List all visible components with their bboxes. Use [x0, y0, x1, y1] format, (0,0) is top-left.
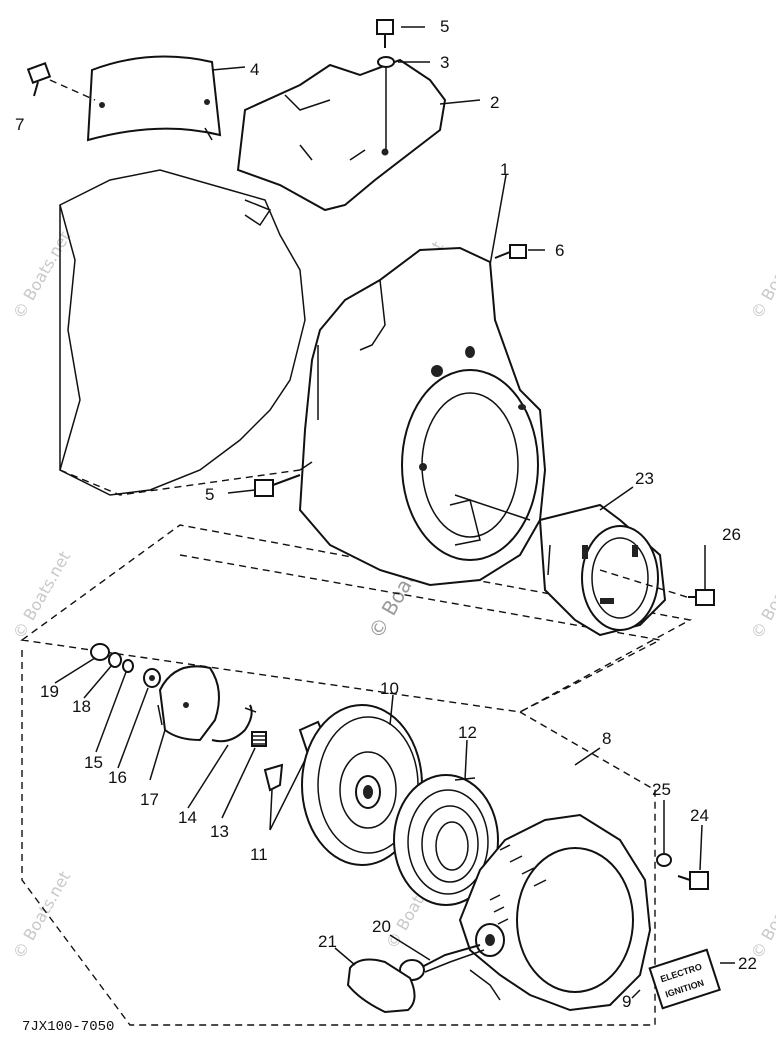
watermark: © Boats.net	[9, 228, 74, 322]
part-5-bolt-lower	[254, 461, 313, 497]
assembly-outlines	[20, 524, 693, 1026]
callout-1: 1	[500, 160, 509, 179]
part-25-washer	[656, 853, 672, 867]
callout-22: 22	[738, 954, 757, 973]
callout-14: 14	[178, 808, 197, 827]
watermark: © Boats.net	[747, 228, 776, 322]
watermark: © Boats.net	[747, 868, 776, 962]
watermark: © Boats.net	[9, 548, 74, 642]
callout-numbers: 5 3 2 4 7 1 6 5 23 26 19 18 15 16 17 14 …	[15, 17, 757, 1011]
callout-23: 23	[635, 469, 654, 488]
part-7-bolt	[26, 62, 96, 101]
callout-8: 8	[602, 729, 611, 748]
callout-10: 10	[380, 679, 399, 698]
part-23-starter-cup	[538, 503, 691, 637]
callout-24: 24	[690, 806, 709, 825]
part-6-bolt	[494, 244, 527, 259]
callout-4: 4	[250, 60, 259, 79]
callout-5-lower: 5	[205, 485, 214, 504]
parts-19-18-15-hardware	[90, 643, 134, 673]
watermark: © Boats.net	[9, 868, 74, 962]
part-9-recoil-case	[458, 813, 652, 1012]
callout-16: 16	[108, 768, 127, 787]
callout-5-top: 5	[440, 17, 449, 36]
part-16-washer	[143, 668, 161, 688]
callout-11: 11	[250, 845, 268, 864]
callout-21: 21	[318, 932, 337, 951]
callout-2: 2	[490, 93, 499, 112]
callout-19: 19	[40, 682, 59, 701]
part-12-spiral-spring	[393, 774, 499, 906]
callout-9: 9	[622, 992, 631, 1011]
part-20-21-rope-handle	[346, 944, 485, 1014]
callout-12: 12	[458, 723, 477, 742]
callout-26: 26	[722, 525, 741, 544]
callout-18: 18	[72, 697, 91, 716]
callout-3: 3	[440, 53, 449, 72]
part-4-plate	[86, 55, 222, 142]
part-26-bolt	[688, 589, 715, 606]
part-1-housing	[298, 246, 547, 587]
callout-6: 6	[555, 241, 564, 260]
watermark: © Boats.net	[747, 548, 776, 642]
callout-17: 17	[140, 790, 159, 809]
callout-7: 7	[15, 115, 24, 134]
leader-lines	[54, 26, 735, 999]
callout-20: 20	[372, 917, 391, 936]
part-24-bolt	[677, 871, 709, 890]
callout-15: 15	[84, 753, 103, 772]
part-2-bracket	[236, 58, 447, 212]
part-22-label-plate: ELECTRO IGNITION	[648, 948, 721, 1010]
part-14-spring	[211, 704, 257, 743]
part-5-bolt-top	[376, 19, 395, 150]
diagram-code: 7JX100-7050	[22, 1019, 114, 1035]
callout-13: 13	[210, 822, 229, 841]
engine-outline	[59, 169, 306, 496]
callout-25: 25	[652, 780, 671, 799]
part-13-spring	[251, 731, 267, 747]
part-17-plate	[157, 665, 220, 742]
